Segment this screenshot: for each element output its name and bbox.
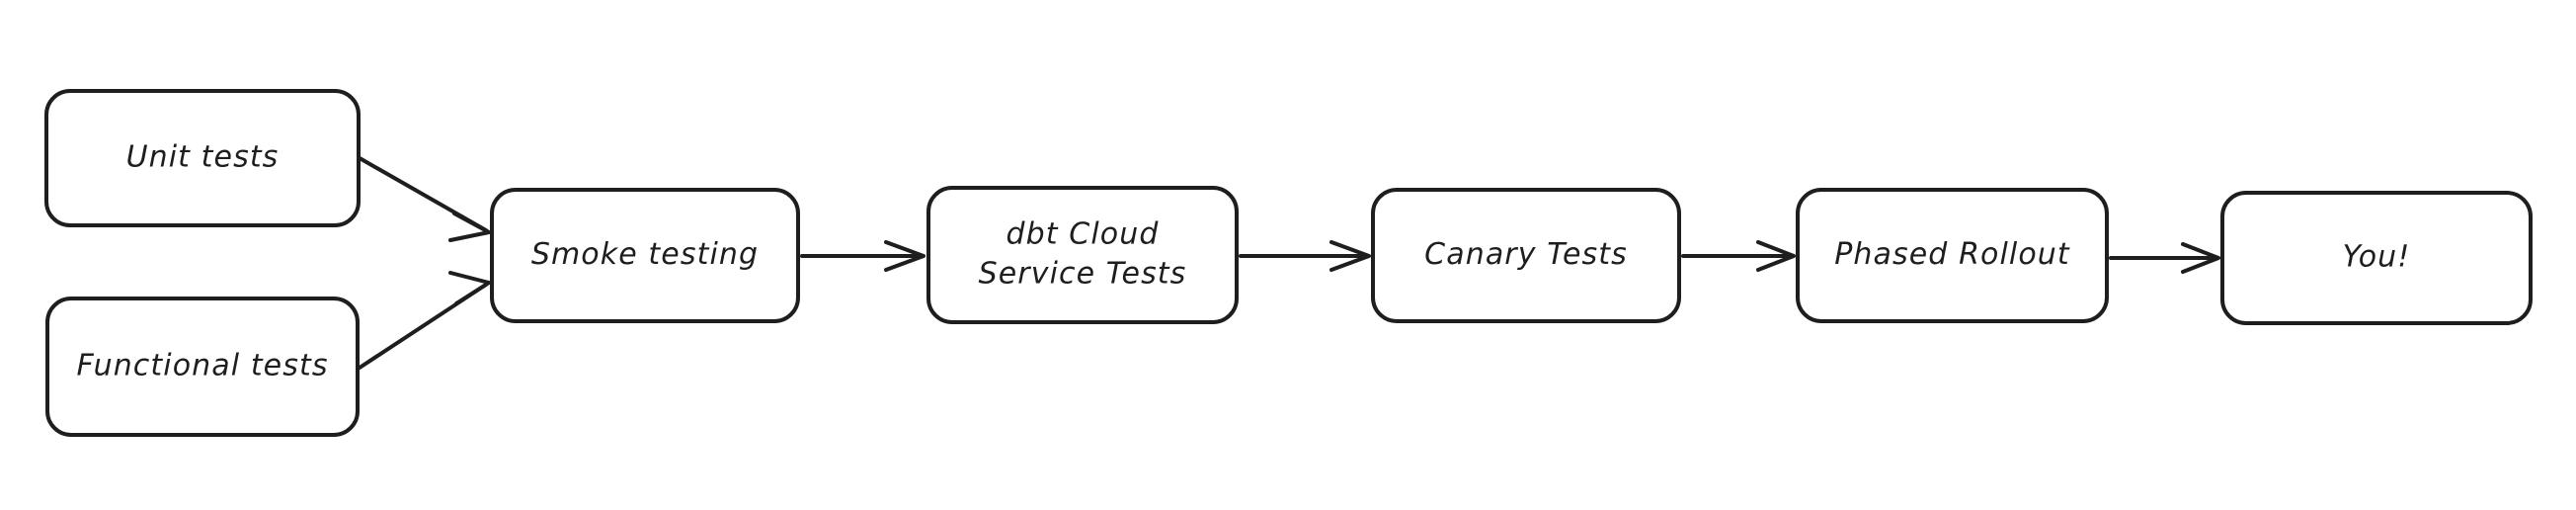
arrowhead-icon [2181,242,2220,274]
edge-functional-tests-to-smoke-testing [358,271,491,370]
node-label: Canary Tests [1424,237,1628,272]
edge-dbt-cloud-service-tests-to-canary-tests [1239,240,1371,272]
node-label: dbt Cloud [1006,217,1160,252]
edge-smoke-testing-to-dbt-cloud-service-tests [800,240,926,272]
node-box[interactable] [1796,188,2109,323]
edge-unit-tests-to-smoke-testing [358,156,491,242]
edge-canary-tests-to-phased-rollout [1681,240,1796,272]
arrowhead-icon [448,271,491,305]
node-box[interactable] [1371,188,1681,323]
node-label: Phased Rollout [1834,237,2070,272]
node-you[interactable]: You! [2220,191,2533,325]
node-label: Unit tests [126,140,280,175]
arrowhead-icon [448,212,491,242]
node-unit-tests[interactable]: Unit tests [44,89,361,227]
node-box[interactable] [45,297,360,437]
node-smoke-testing[interactable]: Smoke testing [490,188,800,323]
node-label: Service Tests [979,257,1187,292]
node-box[interactable] [44,89,361,227]
node-phased-rollout[interactable]: Phased Rollout [1796,188,2109,323]
edges-layer [358,156,2220,370]
node-label: You! [2343,240,2411,275]
arrowhead-icon [1329,240,1371,272]
node-box[interactable] [926,186,1239,324]
node-functional-tests[interactable]: Functional tests [45,297,360,437]
node-label: Smoke testing [531,237,759,272]
edge-phased-rollout-to-you [2109,242,2220,274]
arrowhead-icon [1756,240,1796,272]
node-box[interactable] [2220,191,2533,325]
node-box[interactable] [490,188,800,323]
node-canary-tests[interactable]: Canary Tests [1371,188,1681,323]
node-label: Functional tests [76,349,328,383]
arrowhead-icon [884,240,926,272]
